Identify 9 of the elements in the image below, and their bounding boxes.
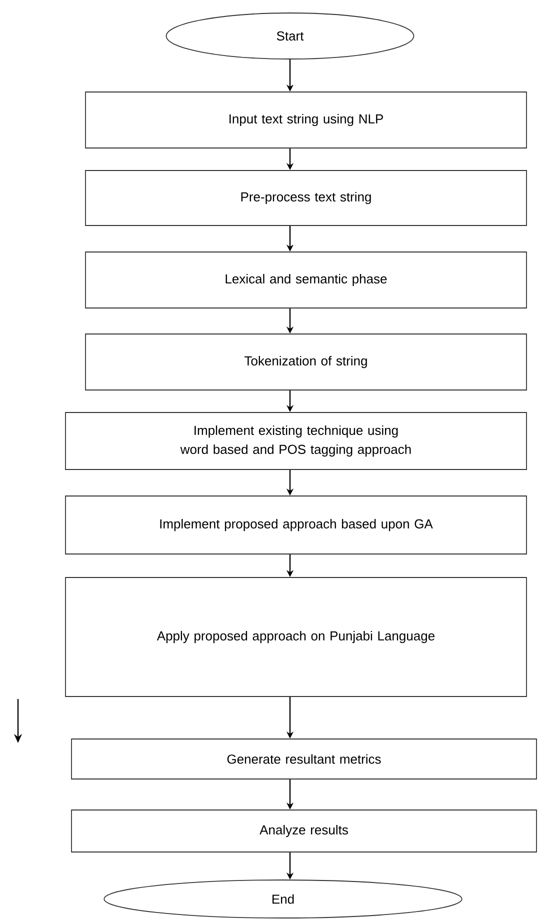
process-box: Input text string using NLP [85, 92, 527, 148]
process-box: Lexical and semantic phase [85, 252, 527, 308]
process-box: Pre-process text string [85, 170, 527, 226]
process-box: Tokenization of string [85, 334, 527, 390]
process-box: Implement existing technique using word based and POS tagging approach [65, 412, 527, 470]
process-box: Apply proposed approach on Punjabi Language [65, 577, 527, 697]
process-box: Analyze results [71, 810, 537, 852]
process-box: Generate resultant metrics [71, 738, 537, 780]
process-box: Implement proposed approach based upon GA [65, 496, 527, 554]
